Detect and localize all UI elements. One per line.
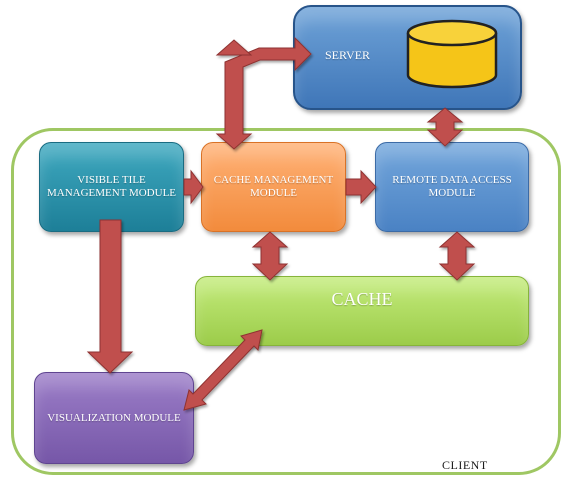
arrow-cache-mgmt-to-remote: [345, 169, 377, 205]
remote-data-label: REMOTE DATA ACCESS MODULE: [392, 174, 512, 199]
client-boundary: [11, 128, 561, 475]
cache-management-module: CACHE MANAGEMENT MODULE: [201, 142, 346, 232]
arrow-visible-to-visualization: [86, 219, 134, 374]
cache-management-label: CACHE MANAGEMENT MODULE: [213, 174, 334, 199]
arrow-cache-mgmt-server-head-down: [215, 39, 253, 56]
arrow-cache-visualization: [183, 329, 263, 411]
visualization-label: VISUALIZATION MODULE: [47, 411, 181, 424]
arrow-server-remote: [426, 107, 464, 147]
arrow-remote-cache: [438, 231, 476, 281]
cache-label: CACHE: [331, 289, 393, 309]
visible-tile-label: VISIBLE TILE MANAGEMENT MODULE: [46, 174, 177, 199]
arrow-cache-mgmt-server: [215, 36, 312, 150]
client-label: CLIENT: [442, 458, 488, 472]
server-box: SERVER: [293, 5, 522, 110]
visualization-module: VISUALIZATION MODULE: [34, 372, 194, 464]
server-label: SERVER: [325, 48, 371, 62]
database-icon: [406, 19, 498, 89]
arrow-visible-to-cache-mgmt: [183, 169, 204, 205]
arrow-cache-mgmt-cache: [251, 231, 289, 281]
remote-data-access-module: REMOTE DATA ACCESS MODULE: [375, 142, 529, 232]
visible-tile-module: VISIBLE TILE MANAGEMENT MODULE: [39, 142, 184, 232]
